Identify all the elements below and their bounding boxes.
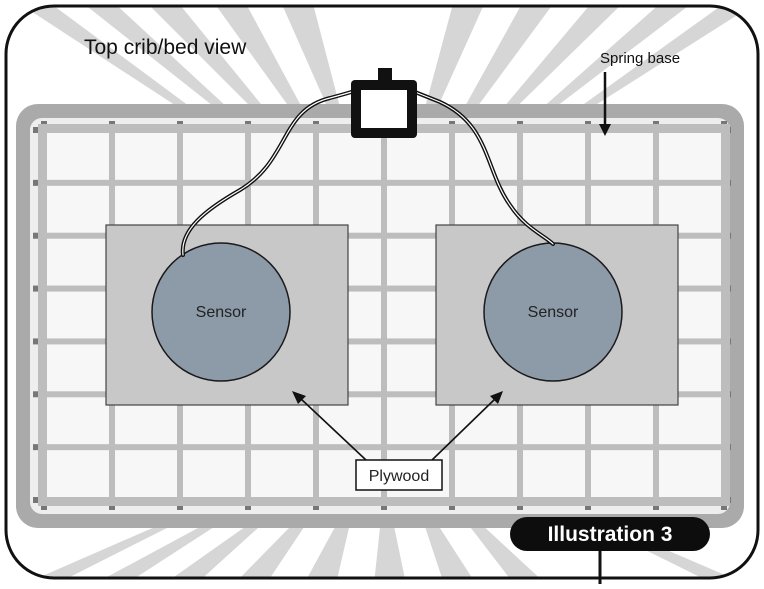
sensor-left-label: Sensor bbox=[196, 304, 247, 321]
plywood-label: Plywood bbox=[369, 468, 429, 485]
grid-cell bbox=[47, 133, 109, 180]
grid-cell bbox=[591, 450, 653, 497]
illustration-badge-label: Illustration 3 bbox=[548, 523, 673, 546]
grid-cell bbox=[183, 450, 245, 497]
plywood-arrow-right bbox=[431, 391, 503, 461]
grid-cell bbox=[251, 450, 313, 497]
grid-cell bbox=[115, 450, 177, 497]
slat-bottom bbox=[164, 520, 267, 578]
plywood-label-box bbox=[355, 459, 443, 491]
grid-cell bbox=[47, 291, 109, 339]
grid-cell bbox=[115, 133, 177, 180]
spring-base-label: Spring base bbox=[600, 50, 680, 67]
grid-cell bbox=[523, 133, 585, 180]
grid-cell bbox=[387, 133, 449, 180]
slat-bottom bbox=[304, 520, 351, 578]
grid-cell bbox=[47, 238, 109, 286]
slat-top bbox=[462, 6, 556, 110]
slat-top bbox=[539, 6, 696, 110]
grid-cell bbox=[47, 450, 109, 497]
slat-top bbox=[212, 6, 304, 110]
slat-top bbox=[144, 6, 266, 110]
grid-cell bbox=[659, 450, 721, 497]
grid-cell bbox=[523, 450, 585, 497]
slat-top bbox=[575, 6, 758, 110]
sensor-right-label: Sensor bbox=[528, 304, 579, 321]
grid-cell bbox=[183, 133, 245, 180]
diagram-title: Top crib/bed view bbox=[84, 36, 247, 59]
slat-top bbox=[501, 6, 626, 110]
grid-cell bbox=[47, 344, 109, 392]
slat-top bbox=[14, 6, 195, 110]
grid-cell bbox=[455, 450, 517, 497]
crib-slats bbox=[14, 6, 758, 578]
illustration-badge bbox=[510, 517, 710, 551]
slat-bottom bbox=[464, 520, 546, 578]
spring-base-arrow bbox=[599, 72, 611, 136]
grid-cell bbox=[319, 133, 381, 180]
grid-cell bbox=[591, 133, 653, 180]
slat-bottom bbox=[374, 520, 406, 578]
sensor-left bbox=[151, 242, 291, 382]
slat-bottom bbox=[422, 520, 476, 578]
monitor-box bbox=[351, 68, 417, 138]
slat-top bbox=[79, 6, 231, 110]
slat-bottom bbox=[94, 520, 225, 578]
slat-bottom bbox=[24, 520, 183, 578]
slat-top bbox=[280, 6, 341, 110]
plywood-arrow-left bbox=[292, 391, 367, 461]
grid-cell bbox=[659, 133, 721, 180]
grid-cell bbox=[47, 185, 109, 233]
slat-top bbox=[424, 6, 486, 110]
frame-border bbox=[4, 4, 760, 580]
grid-cell bbox=[47, 397, 109, 445]
slat-bottom bbox=[234, 520, 309, 578]
